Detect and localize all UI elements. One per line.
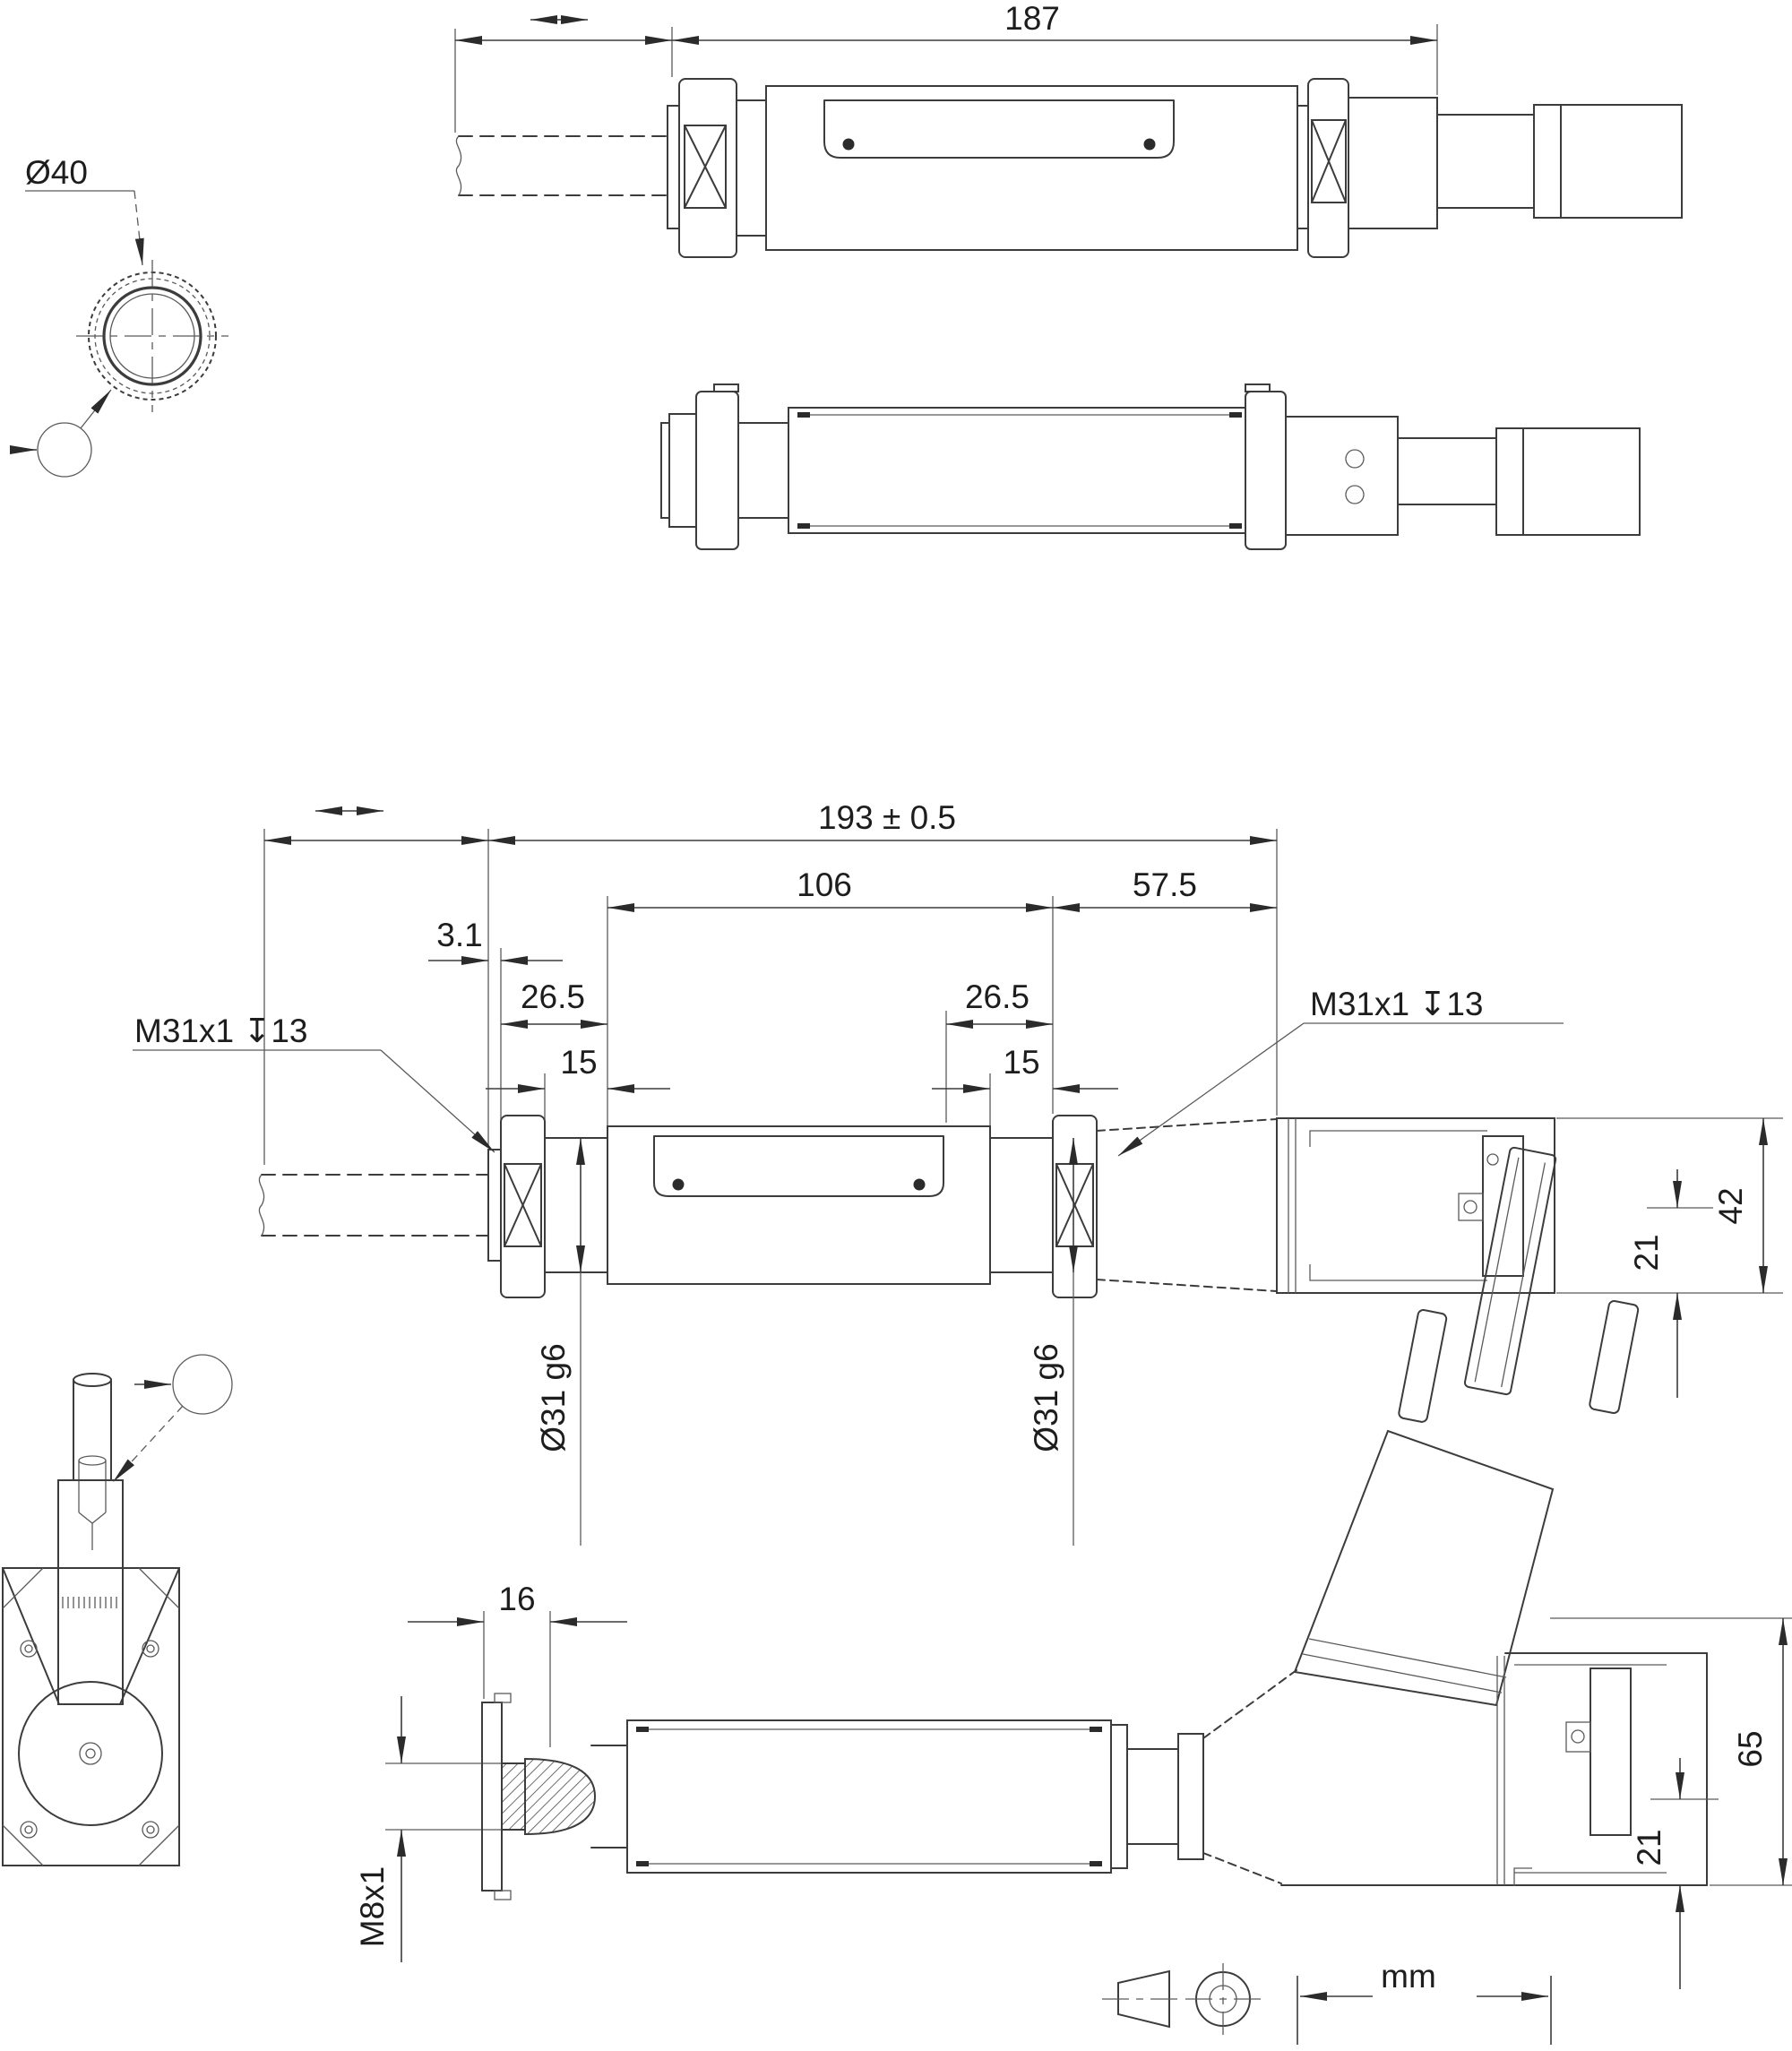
screw-hole-icon	[1571, 1729, 1585, 1744]
screw-hole-icon	[1463, 1200, 1478, 1214]
knurl-texture	[62, 1597, 117, 1608]
hole-icon	[1345, 485, 1365, 504]
taper-line	[1096, 1279, 1278, 1292]
dim-label-57-5: 57.5	[1133, 866, 1197, 903]
dim-label-21-bottom: 21	[1631, 1829, 1667, 1866]
corner-screw-icon	[142, 1640, 159, 1658]
plug-block	[57, 1479, 124, 1705]
connector-head	[1276, 1117, 1555, 1294]
dim-label-dia31-left: Ø31 g6	[535, 1343, 572, 1452]
screw-icon	[842, 138, 855, 151]
cable-connector	[1560, 104, 1683, 219]
boot-prong-left	[1398, 1309, 1448, 1423]
dim-label-26-5-right: 26.5	[965, 978, 1030, 1015]
clamp-symbol-box	[684, 125, 727, 209]
first-angle-projection-icon	[1117, 1969, 1170, 2029]
marker-leader	[112, 1405, 184, 1483]
center-hole	[79, 1742, 102, 1765]
reference-marker-circle	[172, 1354, 233, 1415]
thread-leader-right	[1117, 1022, 1305, 1157]
units-label: mm	[1381, 1958, 1436, 1995]
nameplate-recess	[823, 99, 1175, 159]
top-side-view: 187	[454, 0, 1683, 258]
projection-units-legend: mm	[1102, 1958, 1552, 2045]
nameplate-recess	[653, 1135, 944, 1197]
dim-label-65: 65	[1732, 1730, 1769, 1767]
hole-icon	[1345, 449, 1365, 469]
screw-hole-icon	[1486, 1153, 1499, 1166]
cable-ring	[1495, 427, 1524, 536]
thread-label-left: M31x1 ↧13	[134, 1013, 308, 1049]
break-line	[455, 135, 462, 196]
leader-dia40	[134, 190, 144, 266]
dim-label-dia31-right: Ø31 g6	[1028, 1343, 1064, 1452]
main-dimensioned-view: 193 ± 0.5 106 57.5 3.1 26.5 15 26.5 15 M…	[133, 799, 1783, 1546]
dim-label-15-right: 15	[1003, 1044, 1039, 1081]
taper-line	[1096, 1118, 1278, 1132]
dim-label-21: 21	[1628, 1234, 1665, 1271]
screw-icon	[913, 1178, 926, 1191]
probe-ball-section	[524, 1757, 597, 1836]
break-line	[258, 1174, 265, 1237]
dim-label-m8x1: M8x1	[354, 1866, 391, 1947]
dim-label-106: 106	[797, 866, 852, 903]
bottom-side-view: 16 M8x1	[354, 1146, 1792, 1989]
dim-label-193: 193 ± 0.5	[818, 799, 956, 836]
cable-connector	[1522, 427, 1641, 536]
corner-screw-icon	[142, 1821, 159, 1839]
clamp-symbol-box	[504, 1163, 542, 1247]
connector-plate	[1590, 1668, 1632, 1836]
gauge-body-side	[455, 78, 1683, 258]
corner-screw-icon	[20, 1821, 38, 1839]
rear-end-view: Ø40	[10, 154, 228, 478]
corner-screw-icon	[20, 1640, 38, 1658]
thread-leader-left	[380, 1049, 495, 1153]
clamp-symbol-box	[1311, 119, 1347, 203]
gauge-body-bottom	[481, 1146, 1708, 1900]
dim-label-16: 16	[498, 1581, 535, 1617]
dim-label-187: 187	[1004, 0, 1060, 37]
cable-exit-tube	[1463, 1146, 1557, 1396]
dim-label-42: 42	[1712, 1187, 1749, 1224]
boot-prong-right	[1589, 1300, 1640, 1415]
dim-label-26-5-left: 26.5	[521, 978, 585, 1015]
cable-ring	[1533, 104, 1562, 219]
rotated-side-view	[660, 383, 1641, 550]
screw-icon	[1143, 138, 1156, 151]
screw-icon	[672, 1178, 685, 1191]
cable-boot	[1293, 1429, 1555, 1707]
dim-label-3-1: 3.1	[436, 917, 482, 953]
dim-label-dia40: Ø40	[25, 154, 88, 191]
reference-marker-circle	[37, 422, 92, 478]
gauge-body-main	[258, 1115, 1555, 1298]
horn-line	[1202, 1852, 1282, 1884]
horn-line	[1202, 1669, 1297, 1739]
mount-flange	[2, 1567, 180, 1866]
probe-stem-section	[501, 1762, 526, 1831]
marker-leader	[80, 389, 112, 429]
cable-tube-top	[73, 1373, 112, 1387]
thread-label-right: M31x1 ↧13	[1310, 986, 1484, 1022]
plug-end-view	[2, 1354, 233, 1866]
dim-label-15-left: 15	[560, 1044, 597, 1081]
flange-bore	[18, 1681, 163, 1826]
clamp-ring	[1177, 1733, 1204, 1860]
